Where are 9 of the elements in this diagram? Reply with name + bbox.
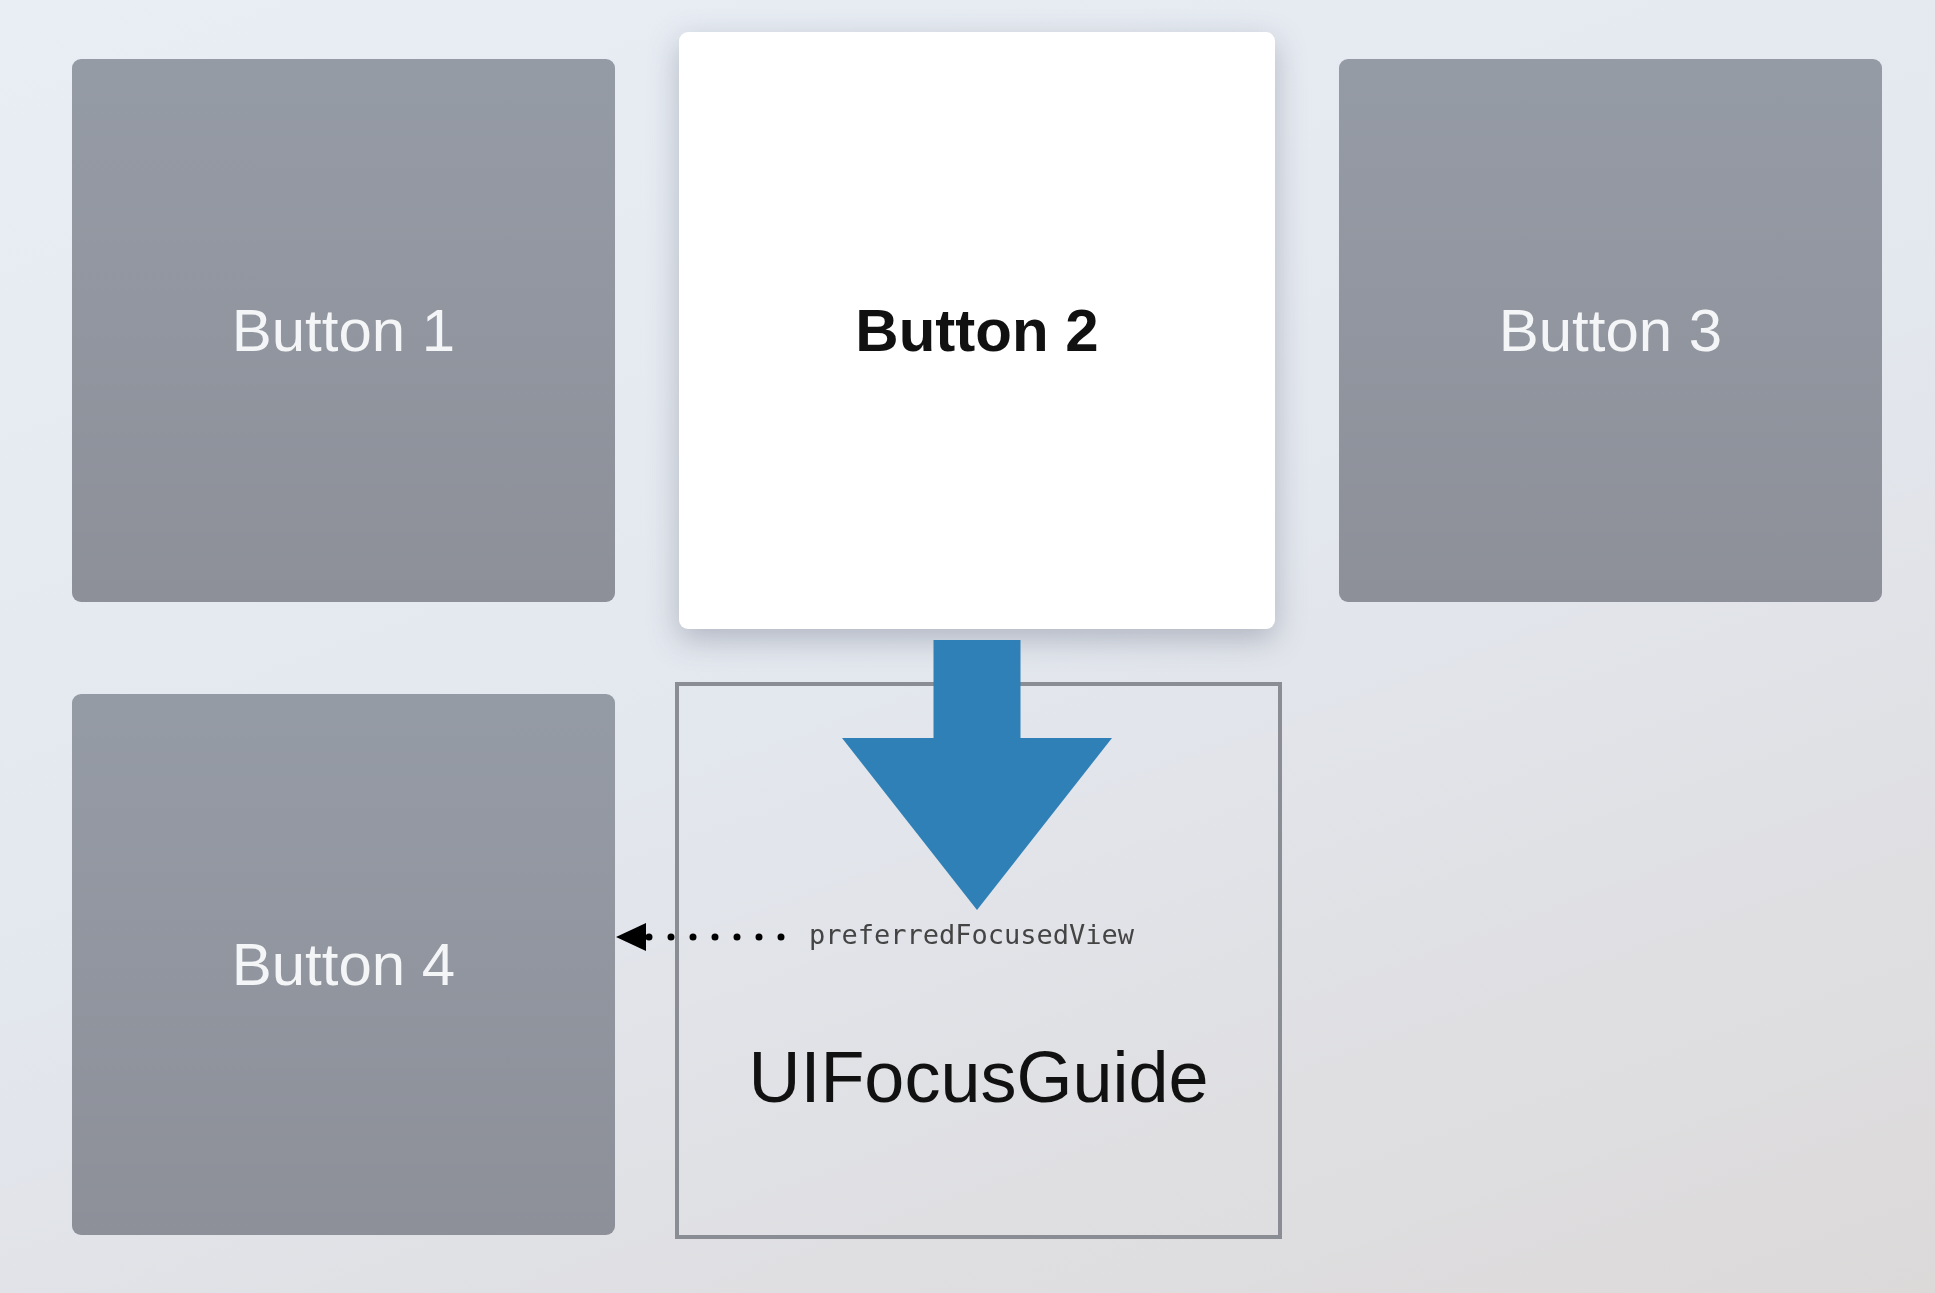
dotted-arrow: [614, 923, 785, 951]
button: Button 1: [72, 59, 615, 602]
focus-guide-box: [675, 682, 1282, 1239]
guide-label: UIFocusGuide: [747, 1036, 1210, 1118]
button: Button 4: [72, 694, 615, 1235]
focused-button: Button 2: [679, 32, 1275, 629]
button: Button 3: [1339, 59, 1882, 602]
code-label: preferredFocusedView: [809, 919, 1199, 955]
block-arrow: [842, 640, 1112, 910]
